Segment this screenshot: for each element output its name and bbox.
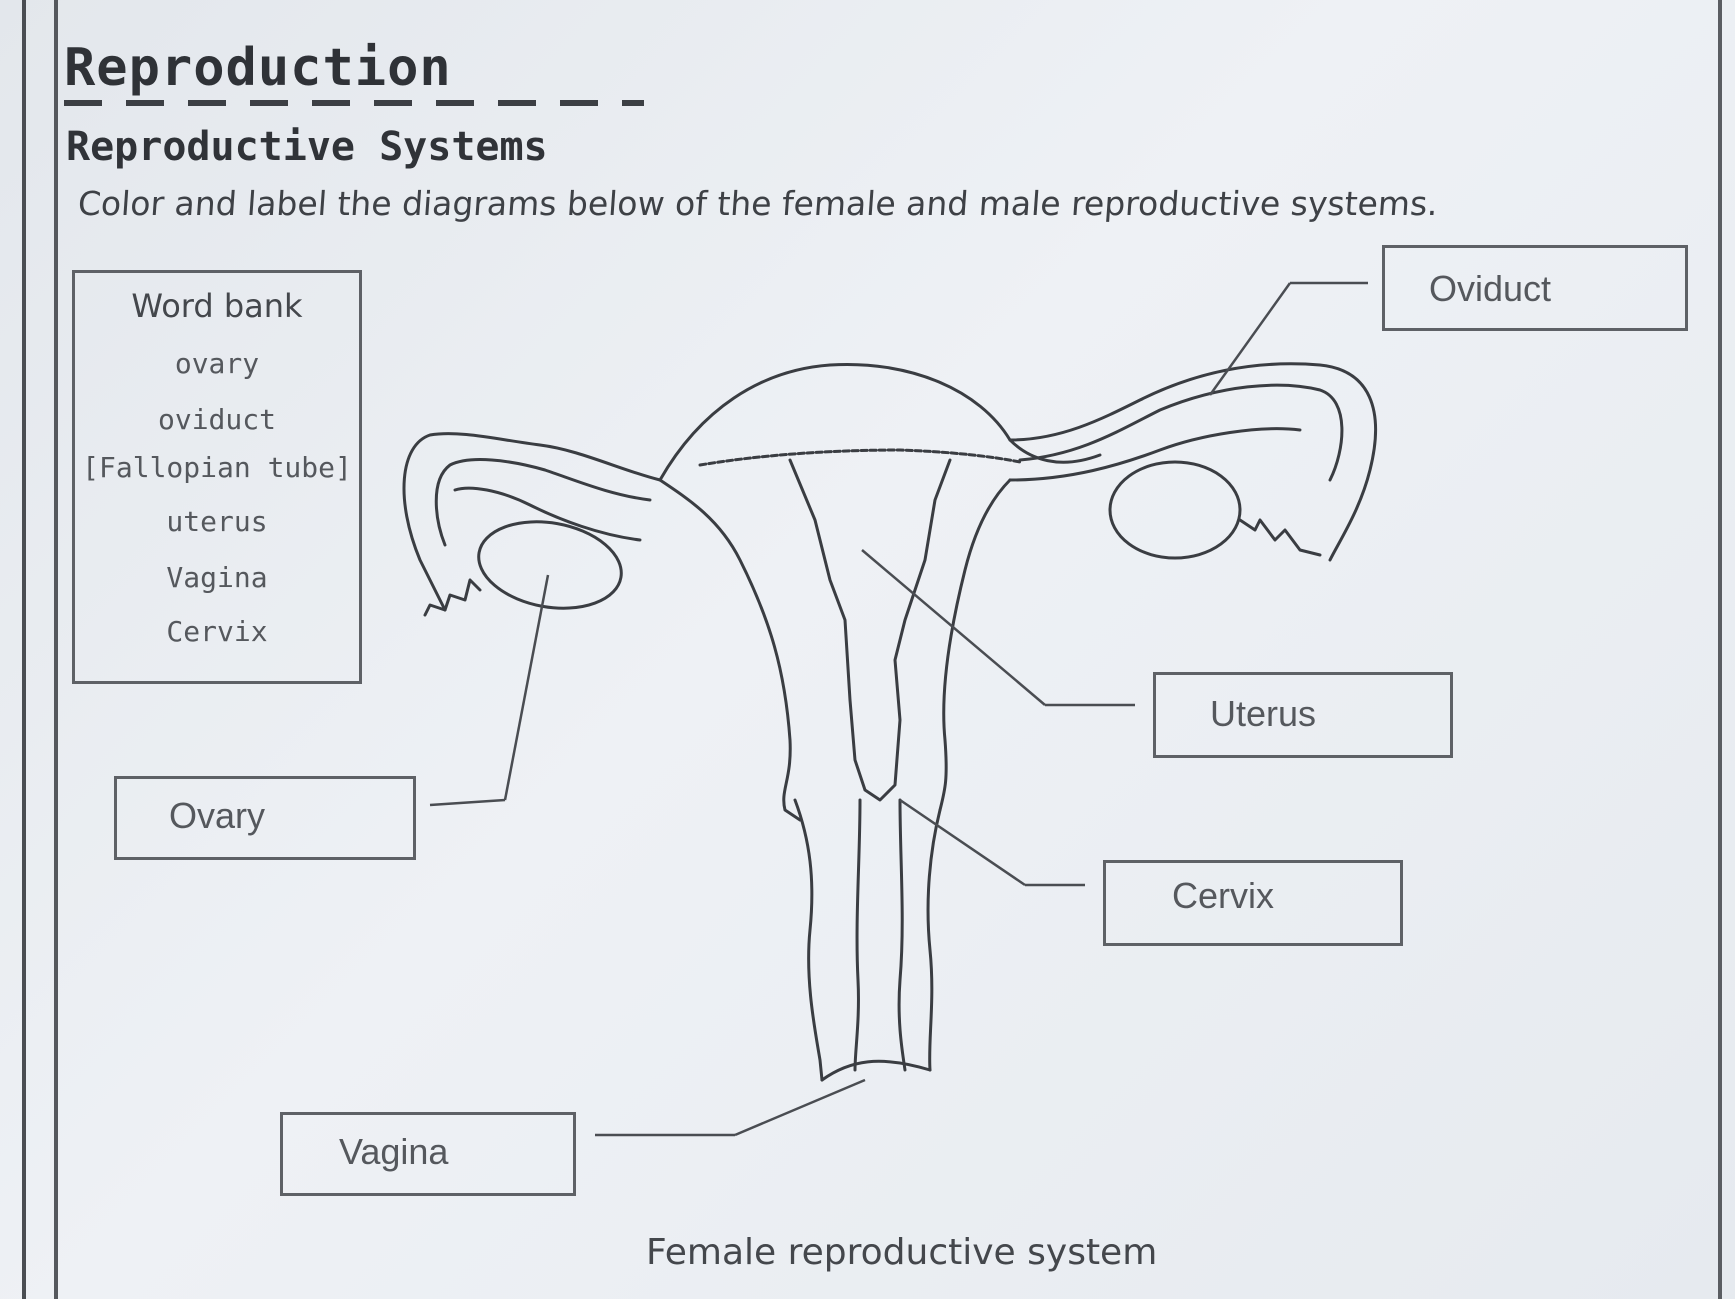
word-bank-item-oviduct: oviduct <box>157 403 276 436</box>
word-bank-item-uterus: uterus <box>166 505 268 538</box>
vagina-inner-right <box>897 798 907 1072</box>
right-oviduct-inner <box>1018 383 1344 482</box>
vagina-right-wall <box>926 808 942 1072</box>
left-oviduct-inner <box>434 458 652 547</box>
leader-line-ovary <box>503 574 550 801</box>
ovary-label-box: Ovary <box>114 776 416 860</box>
endometrium-line <box>698 448 1022 467</box>
left-ovary <box>477 520 623 610</box>
leader-line-uterus <box>861 549 1046 706</box>
uterus-outer-wall-right <box>938 478 1012 812</box>
right-fimbriae <box>1238 518 1322 557</box>
page-border-left <box>22 0 26 1299</box>
word-bank-item-fallopian-tube: [Fallopian tube] <box>82 451 352 484</box>
word-bank-item-cervix: Cervix <box>166 615 268 648</box>
leader-line-vagina <box>734 1078 866 1137</box>
left-oviduct-upper <box>402 432 662 612</box>
uterine-cavity <box>788 458 952 802</box>
right-oviduct-band <box>1008 427 1302 482</box>
word-bank-item-ovary: ovary <box>174 347 260 380</box>
page-border-right <box>1718 0 1722 1299</box>
word-bank-item-vagina: Vagina <box>166 561 268 594</box>
oviduct-label: Oviduct <box>1429 268 1552 309</box>
leader-line-cervix <box>899 798 1026 887</box>
uterus-label-box: Uterus <box>1153 672 1453 758</box>
right-ovary <box>1108 460 1242 560</box>
section-subtitle: Reproductive Systems <box>66 124 548 170</box>
vaginal-opening <box>820 1059 932 1082</box>
name-blank-line <box>64 100 644 106</box>
vagina-label-box: Vagina <box>280 1112 576 1196</box>
word-bank-title: Word bank <box>131 287 303 325</box>
left-fimbriae <box>423 578 482 617</box>
right-oviduct-upper <box>1008 362 1378 562</box>
uterus-outer-wall <box>658 478 802 822</box>
uterus-fundus-outline <box>658 362 1102 482</box>
word-bank-box: Word bank ovary oviduct [Fallopian tube]… <box>72 270 362 684</box>
oviduct-label-box: Oviduct <box>1382 245 1688 331</box>
ovary-label: Ovary <box>169 795 266 836</box>
vagina-inner-left <box>853 798 862 1072</box>
page-border-inner <box>54 0 58 1299</box>
diagram-caption: Female reproductive system <box>646 1232 1158 1273</box>
leader-line-ovary-h <box>429 798 506 807</box>
page-title: Reproduction <box>64 38 452 98</box>
vagina-left-wall <box>793 798 824 1082</box>
vagina-label: Vagina <box>339 1131 449 1172</box>
cervix-label-box: Cervix <box>1103 860 1403 946</box>
left-oviduct-band <box>453 486 642 542</box>
leader-line-oviduct <box>1208 282 1292 396</box>
uterus-label: Uterus <box>1210 693 1317 734</box>
cervix-label: Cervix <box>1172 875 1275 916</box>
